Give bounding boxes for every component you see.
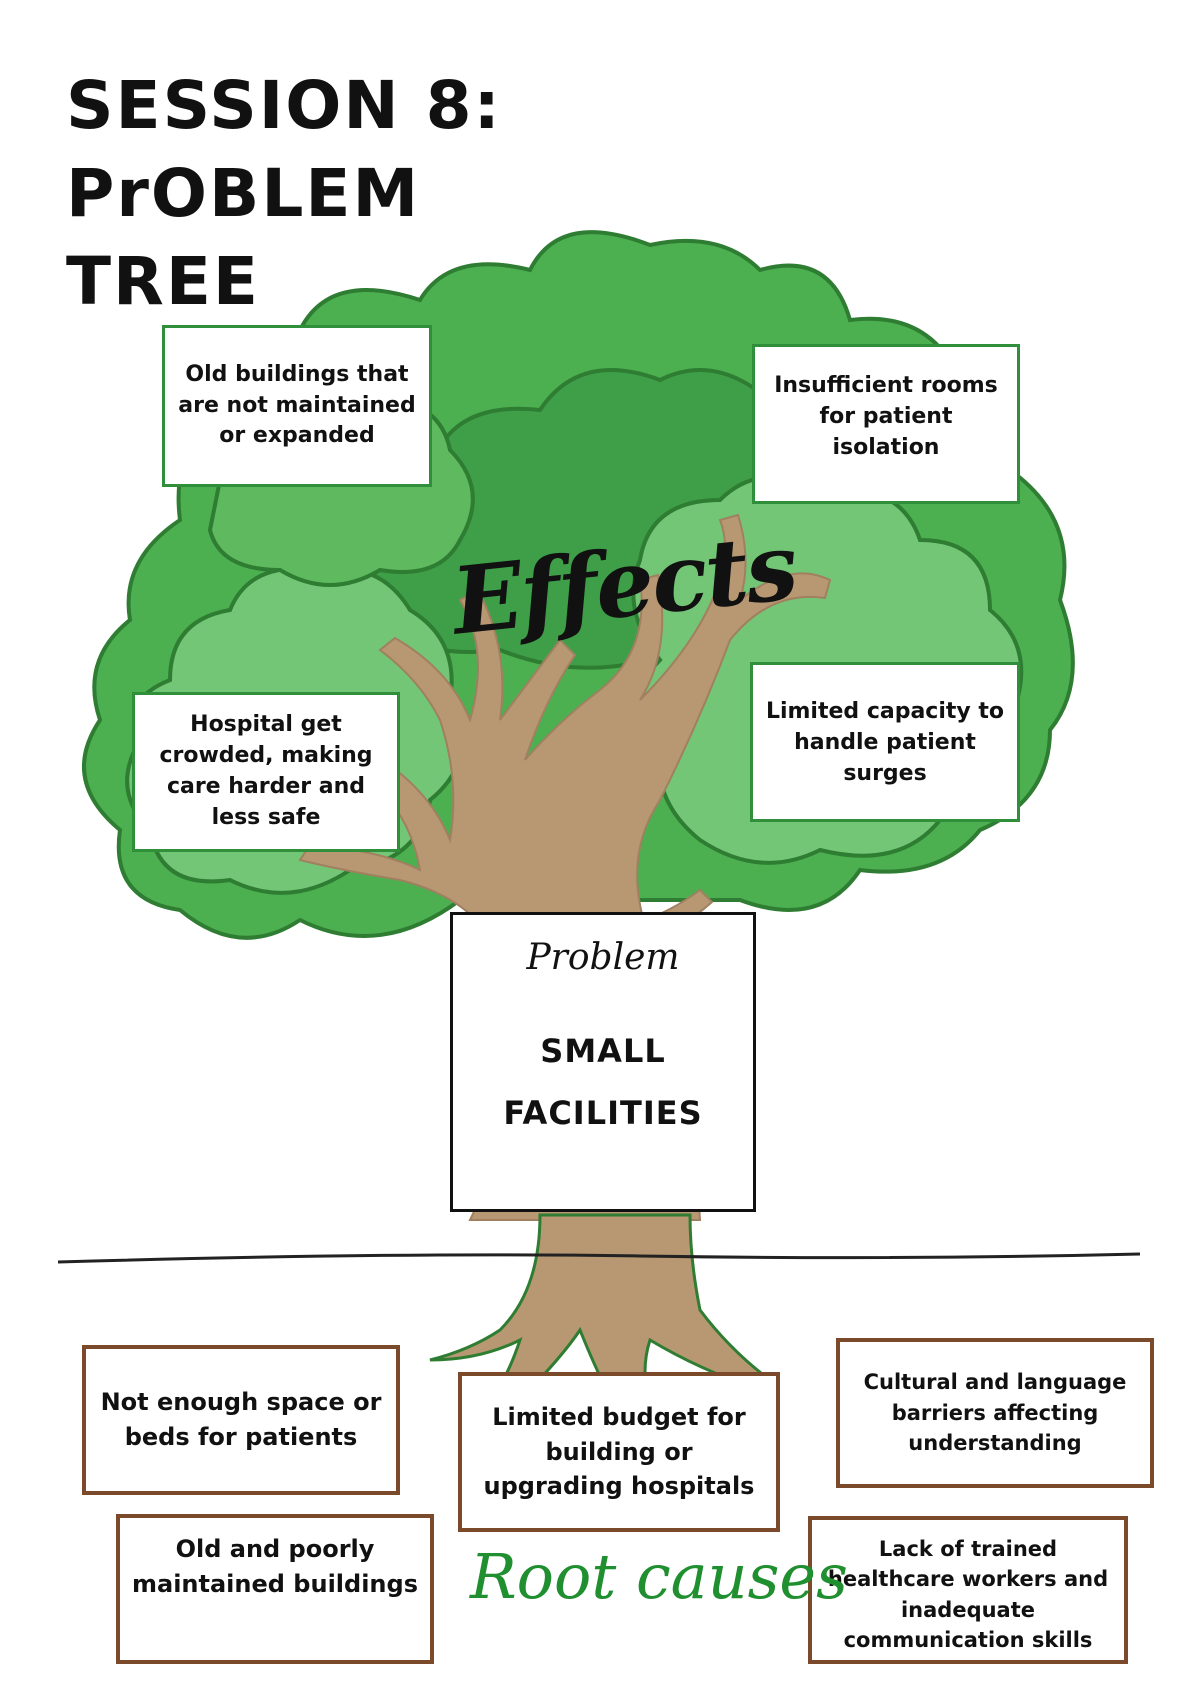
root-cause-box-4: Old and poorly maintained buildings [116,1514,434,1664]
root-cause-box-1: Not enough space or beds for patients [82,1345,400,1495]
root-cause-box-2: Limited budget for building or upgrading… [458,1372,780,1532]
effect-box-4: Limited capacity to handle patient surge… [750,662,1020,822]
ground-line [57,1252,1141,1264]
problem-text: SMALL FACILITIES [453,1020,753,1144]
problem-box: Problem SMALL FACILITIES [450,912,756,1212]
page-title: SESSION 8: PrOBLEM TREE [66,62,866,326]
effect-box-2: Insufficient rooms for patient isolation [752,344,1020,504]
problem-text-line-2: FACILITIES [503,1094,703,1132]
root-cause-box-3: Cultural and language barriers affecting… [836,1338,1154,1488]
problem-label: Problem [526,937,680,978]
root-causes-label: Root causes [470,1540,848,1613]
title-line-2: TREE [66,243,261,320]
root-cause-box-5: Lack of trained healthcare workers and i… [808,1516,1128,1664]
problem-text-line-1: SMALL [540,1032,666,1070]
tree-roots [429,1213,773,1422]
effect-box-1: Old buildings that are not maintained or… [162,325,432,487]
effect-box-3: Hospital get crowded, making care harder… [132,692,400,852]
title-line-1: SESSION 8: PrOBLEM [66,67,502,232]
